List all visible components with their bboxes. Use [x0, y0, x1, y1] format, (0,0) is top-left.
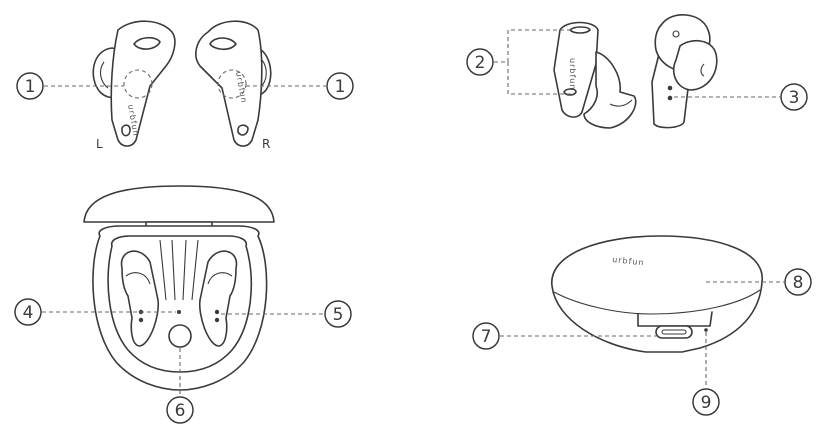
left-earbud: urbfun L [92, 20, 176, 151]
callout-number: 2 [475, 53, 486, 73]
callout-3: 3 [780, 83, 808, 111]
callout-5: 5 [324, 300, 352, 328]
callout-number: 9 [701, 393, 712, 413]
callout-number: 5 [333, 305, 344, 325]
side-earbud-brand: urbfun [568, 58, 577, 90]
right-earbud-label: R [262, 137, 270, 151]
right-earbud: urbfun R [195, 20, 272, 151]
leader-2 [494, 29, 572, 95]
closed-charging-case: urbfun [551, 235, 763, 353]
callout-7: 7 [472, 322, 500, 350]
callout-number: 8 [793, 273, 804, 293]
callout-number: 3 [789, 88, 800, 108]
callout-number: 1 [25, 77, 36, 97]
callout-6: 6 [166, 396, 194, 424]
callout-4: 4 [14, 298, 42, 326]
callout-number: 4 [23, 303, 34, 323]
earbud-inner-view [651, 14, 718, 129]
callout-number: 7 [481, 327, 492, 347]
callout-2: 2 [466, 48, 494, 76]
case-brand: urbfun [612, 255, 645, 267]
callout-9: 9 [692, 388, 720, 416]
callout-number: 1 [335, 77, 346, 97]
callout-8: 8 [784, 268, 812, 296]
left-earbud-label: L [96, 137, 103, 151]
callout-1-left: 1 [16, 72, 44, 100]
earbud-side-view: urbfun [553, 21, 637, 129]
open-charging-case [83, 185, 275, 391]
callout-number: 6 [175, 401, 186, 421]
callout-1-right: 1 [326, 72, 354, 100]
